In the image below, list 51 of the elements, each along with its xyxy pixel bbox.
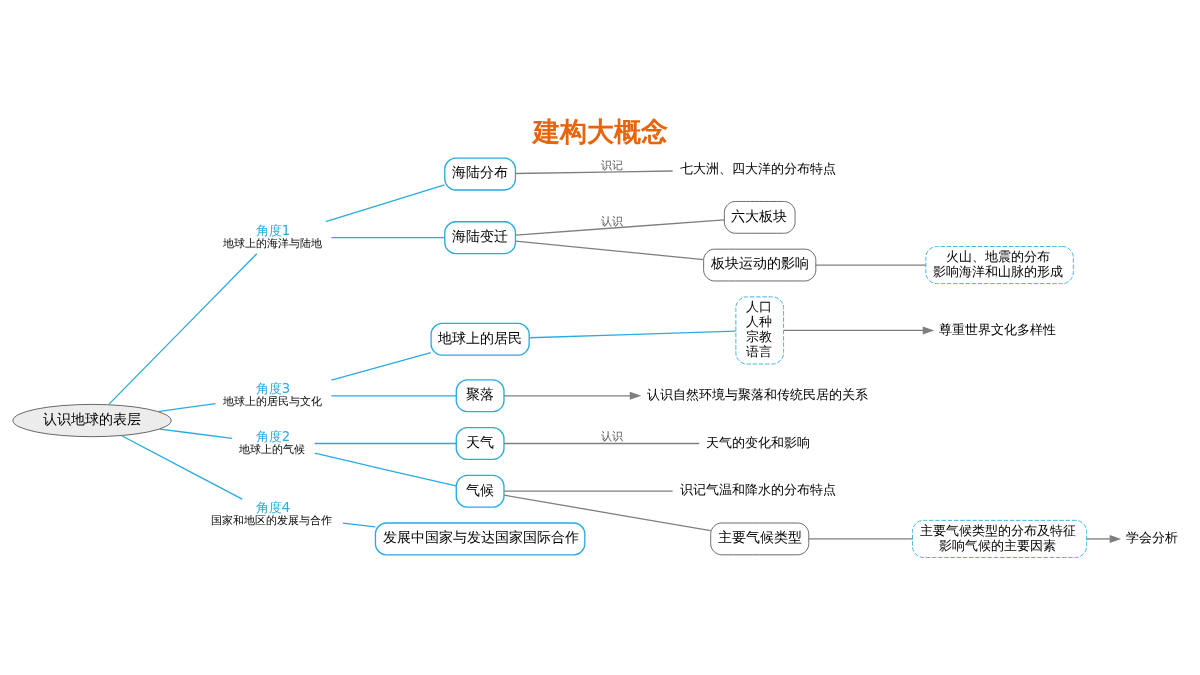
node-text: 角度2 地球上的气候 [239,428,306,456]
node-box: 海陆分布 [444,157,517,191]
node-text: 尊重世界文化多样性 [939,321,1057,337]
node-text: 角度3 地球上的居民与文化 [222,381,322,408]
node-box: 主要气候类型的分布及特征 影响气候的主要因素 [912,519,1087,558]
node-box: 主要气候类型 [710,522,810,556]
node-text: 七大洲、四大洋的分布特点 [679,160,836,176]
connector [330,237,446,239]
node-box: 发展中国家与发达国家国际合作 [374,522,586,556]
connector [528,330,737,339]
connector [514,219,725,236]
connector [815,264,927,266]
connector [503,490,674,492]
node-text: 学会分析 [1126,530,1179,546]
node-box: 板块运动的影响 [703,248,817,282]
node-box: 海陆变迁 [444,221,517,255]
edge-label: 认识 [600,213,623,228]
connector [107,253,258,406]
connector [121,435,243,500]
node-text: 角度1 地球上的海洋与陆地 [222,223,322,250]
node-text: 角度4 国家和地区的发展与合作 [211,500,333,528]
node-box: 地球上的居民 [430,322,530,356]
connector [157,403,217,413]
node-text: 认识自然环境与聚落和传统民居的关系 [646,386,868,402]
connector [330,395,457,397]
connector [325,184,446,223]
connector [514,170,674,175]
node-text: 识记气温和降水的分布特点 [679,482,836,498]
arrow [783,326,935,335]
node-box: 聚落 [455,379,505,413]
node-box: 火山、地震的分布 影响海洋和山脉的形成 [925,246,1074,285]
node-box: 天气 [455,426,505,461]
node-text: 天气的变化和影响 [706,434,811,450]
node-ellipse: 认识地球的表层 [12,403,172,438]
node-box: 六大板块 [723,201,796,234]
connector [159,428,233,439]
arrow [1085,534,1122,543]
edge-label: 识记 [600,158,623,173]
diagram-title: 建构大概念 [533,116,669,148]
node-box: 人口 人种 宗教 语言 [735,296,784,365]
connector [330,351,432,381]
connector [313,442,457,445]
connector [342,522,376,528]
connector [313,452,457,487]
connector [503,442,700,445]
arrow [503,391,642,400]
connector [808,538,914,540]
edge-label: 认识 [600,429,623,444]
node-box: 气候 [455,474,505,508]
connector [503,494,712,532]
connector [514,240,705,261]
